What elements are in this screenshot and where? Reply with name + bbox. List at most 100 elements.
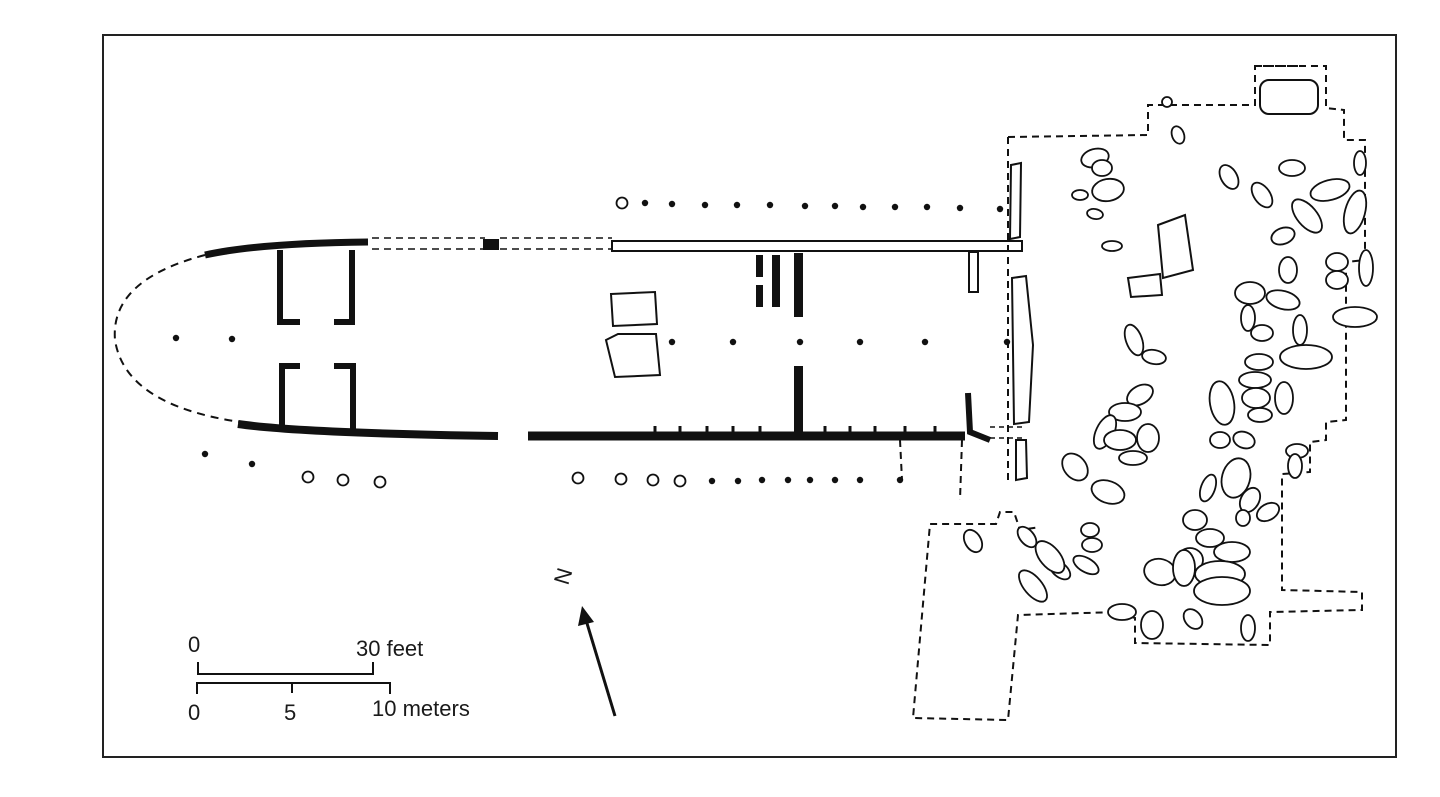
stone — [1342, 189, 1368, 235]
stone — [1182, 509, 1208, 531]
stone — [1090, 479, 1126, 505]
stone — [1278, 256, 1298, 284]
stone — [1195, 528, 1225, 548]
stone — [1140, 610, 1164, 640]
stone — [1182, 608, 1204, 630]
stone — [1091, 159, 1113, 177]
column-dot — [956, 204, 964, 212]
column-ring — [373, 475, 387, 489]
north-arrow: N — [549, 565, 617, 717]
stone — [1244, 353, 1274, 371]
stone — [1220, 457, 1252, 499]
stone — [1353, 150, 1367, 176]
stone — [1325, 252, 1349, 272]
stone — [1081, 537, 1103, 553]
east-facade — [1008, 161, 1035, 482]
stone — [1265, 289, 1301, 311]
stone — [1208, 380, 1236, 426]
column-dot — [831, 476, 839, 484]
stone — [1101, 240, 1123, 252]
stone — [1238, 371, 1272, 389]
stone — [1234, 281, 1266, 305]
column-bases — [172, 199, 1011, 485]
stone — [1270, 226, 1296, 246]
stone — [1332, 306, 1378, 328]
column-dot — [859, 203, 867, 211]
stone — [1325, 270, 1349, 290]
stone — [1209, 431, 1231, 449]
column-dot — [758, 476, 766, 484]
column-dot — [641, 199, 649, 207]
pier-fragment — [968, 251, 979, 293]
column-ring — [301, 470, 315, 484]
scale-meters-mid: 5 — [284, 700, 296, 725]
stone — [1034, 540, 1066, 574]
scale-bar-meters: 0 5 10 meters — [188, 682, 470, 725]
scale-feet-end: 30 feet — [356, 636, 423, 661]
stone — [1198, 473, 1218, 503]
stone — [1018, 569, 1048, 603]
stone — [1161, 96, 1173, 108]
scale-feet-start: 0 — [188, 632, 200, 657]
column-ring — [646, 473, 660, 487]
column-dot — [996, 205, 1004, 213]
column-ring — [615, 196, 629, 210]
column-dot — [831, 202, 839, 210]
column-dot — [708, 477, 716, 485]
column-ring — [336, 473, 350, 487]
column-dot — [201, 450, 209, 458]
north-wall — [204, 237, 1023, 259]
stone — [1278, 159, 1306, 177]
stone — [1250, 324, 1274, 342]
column-dot — [668, 338, 676, 346]
column-dot — [228, 335, 236, 343]
column-dot — [701, 201, 709, 209]
stone — [1240, 614, 1256, 642]
column-dot — [806, 476, 814, 484]
column-ring — [673, 474, 687, 488]
excavation-boundary — [899, 65, 1366, 722]
stone — [1170, 125, 1186, 145]
stone — [1241, 387, 1271, 409]
column-dot — [172, 334, 180, 342]
stone — [962, 528, 984, 554]
stone — [1071, 189, 1089, 201]
stone — [1136, 423, 1160, 453]
stone — [1292, 314, 1308, 346]
column-dot — [734, 477, 742, 485]
stone — [1016, 525, 1038, 549]
scale-bar-feet: 0 30 feet — [188, 632, 423, 675]
column-rings — [301, 196, 687, 489]
column-dot — [784, 476, 792, 484]
column-dot — [923, 203, 931, 211]
stone — [1118, 450, 1148, 466]
column-ring — [571, 471, 585, 485]
stone — [1080, 522, 1100, 538]
stone — [1103, 429, 1137, 451]
stone — [1218, 164, 1240, 190]
large-stone-blocks — [1126, 79, 1319, 299]
stone — [1107, 603, 1137, 621]
stone — [1061, 452, 1089, 482]
column-ring — [614, 472, 628, 486]
column-dot — [856, 338, 864, 346]
stone — [1072, 554, 1100, 576]
stone — [1255, 501, 1281, 523]
stone — [1108, 402, 1142, 422]
south-wall — [237, 392, 992, 443]
chancel-brackets — [277, 250, 356, 430]
stone — [1213, 541, 1251, 563]
stone — [1274, 381, 1294, 415]
stone — [1291, 198, 1323, 234]
column-dot — [766, 201, 774, 209]
stone — [1309, 178, 1351, 202]
column-dot — [856, 476, 864, 484]
fallen-stones — [962, 96, 1378, 642]
stone — [1141, 348, 1167, 366]
stone — [1086, 207, 1104, 221]
stone — [1232, 430, 1256, 450]
scale-meters-end: 10 meters — [372, 696, 470, 721]
column-dot — [891, 203, 899, 211]
stone — [1279, 344, 1333, 370]
